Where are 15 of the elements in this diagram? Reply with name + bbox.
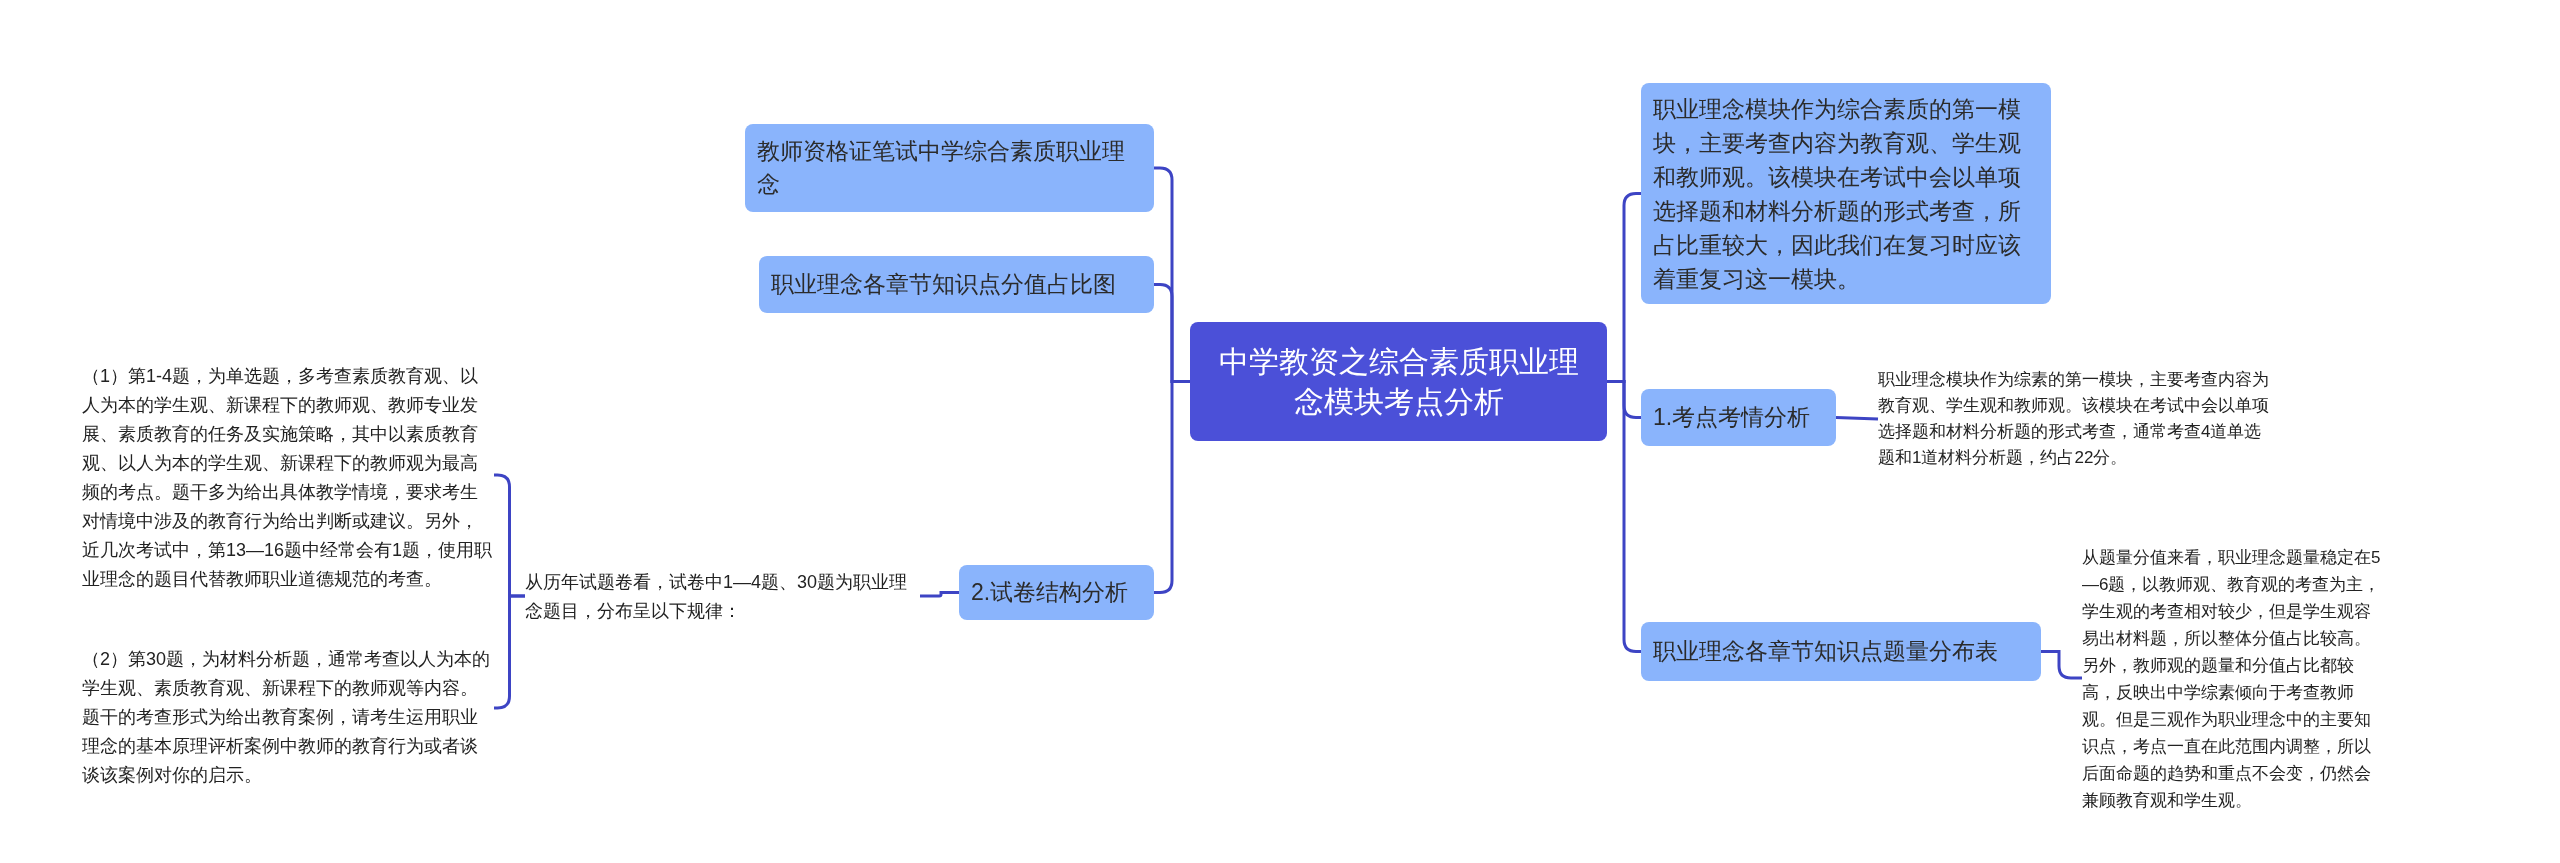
topic-box: 职业理念模块作为综合素质的第一模块，主要考查内容为教育观、学生观和教师观。该模块在考试中会以单项选择题和材料分析题的形式考查，所占比重较大，因此我们在复习时应该着重复习这一模块。 xyxy=(1641,83,2051,304)
note-text: 从题量分值来看，职业理念题量稳定在5—6题，以教师观、教育观的考查为主，学生观的考查相对较少，但是学生观容易出材料题，所以整体分值占比较高。另外，教师观的题量和分值占比都较高，反映出中学综素倾向于考查教师观。但是三观作为职业理念中的主要知识点，考点一直在此范围内调整，所以后面命题的趋势和重点不会变，仍然会兼顾教育观和学生观。 xyxy=(2082,540,2382,818)
topic-box: 2.试卷结构分析 xyxy=(959,565,1154,620)
connector-line xyxy=(920,591,959,598)
connector-line xyxy=(1835,416,1879,421)
note-text: 职业理念模块作为综素的第一模块，主要考查内容为教育观、学生观和教师观。该模块在考试中会以单项选择题和材料分析题的形式考查，通常考查4道单选题和1道材料分析题，约占22分。 xyxy=(1878,354,2276,484)
connector-line xyxy=(2041,650,2082,680)
note-text: 从历年试题卷看，试卷中1—4题、30题为职业理念题目，分布呈以下规律： xyxy=(525,564,920,630)
topic-box: 教师资格证笔试中学综合素质职业理念 xyxy=(745,124,1154,212)
note-text: （1）第1-4题，为单选题，多考查素质教育观、以人为本的学生观、新课程下的教师观、教师专业发展、素质教育的任务及实施策略，其中以素质教育观、以人为本的学生观、新课程下的教师观为最高频的考点。题干多为给出具体教学情境，要求考生对情境中涉及的教育行为给出判断或建议。另外，近几次考试中，第13—16题中经常会有1题，使用职业理念的题目代替教师职业道德规范的考查。 xyxy=(82,358,494,598)
topic-box: 1.考点考情分析 xyxy=(1641,389,1836,446)
central-topic-box: 中学教资之综合素质职业理念模块考点分析 xyxy=(1190,322,1607,441)
note-text: （2）第30题，为材料分析题，通常考查以人为本的学生观、素质教育观、新课程下的教师观等内容。题干的考查形式为给出教育案例，请考生运用职业理念的基本原理评析案例中教师的教育行为或者谈谈该案例对你的启示。 xyxy=(82,641,494,794)
topic-box: 职业理念各章节知识点分值占比图 xyxy=(759,256,1154,313)
topic-box: 职业理念各章节知识点题量分布表 xyxy=(1641,622,2041,681)
